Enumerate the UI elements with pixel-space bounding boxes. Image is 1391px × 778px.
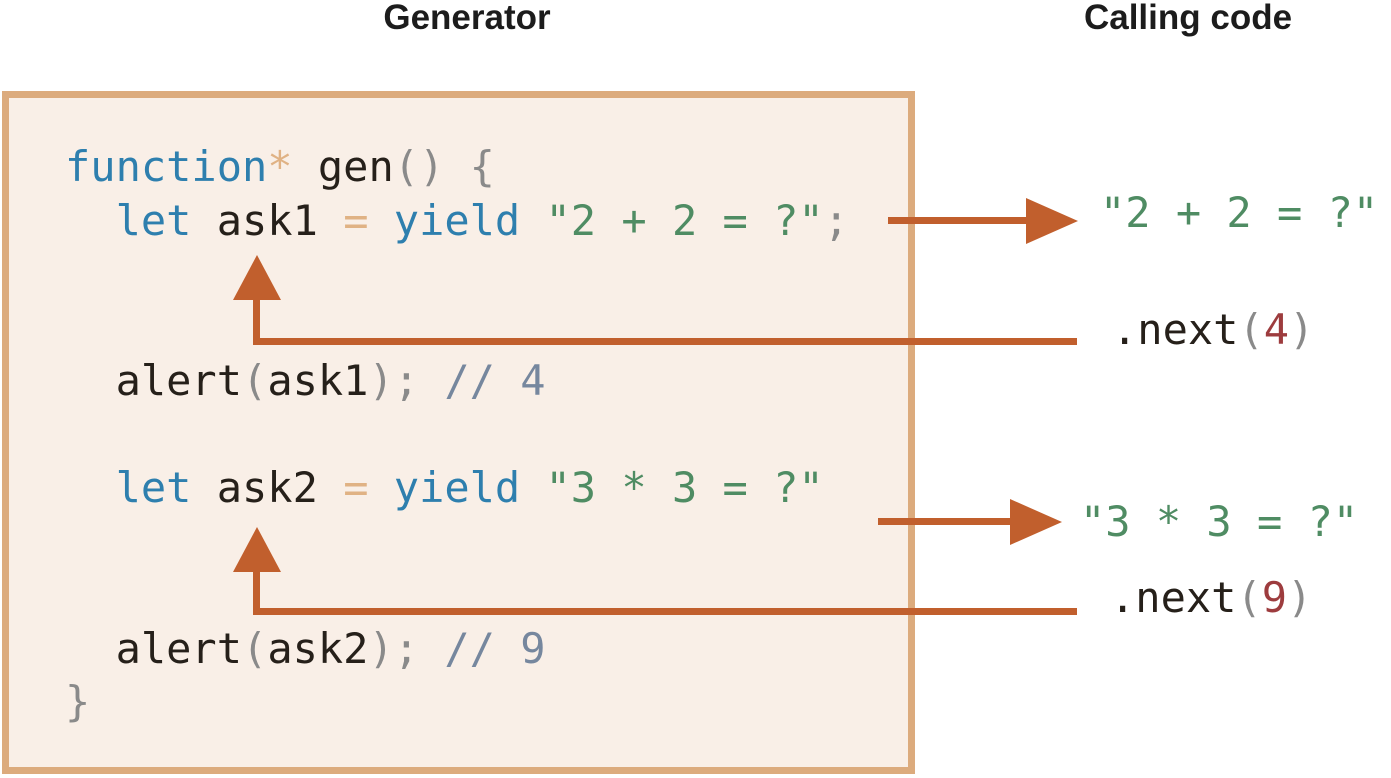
next9-arrowhead-icon <box>233 527 281 572</box>
code-line-blank <box>65 301 849 355</box>
yield2-arrow-line <box>878 518 1012 525</box>
next-call-1: .next(4) <box>1112 305 1315 354</box>
yield1-arrow-line <box>888 217 1028 224</box>
yield2-arrowhead-icon <box>1010 499 1062 545</box>
next4-arrowhead-icon <box>233 255 281 300</box>
code-line-let-ask2: let ask2 = yield "3 * 3 = ?" <box>115 463 824 512</box>
code-line-alert-ask1: alert(ask1); // 4 <box>115 356 546 405</box>
yielded-value-2: "3 * 3 = ?" <box>1080 497 1359 546</box>
yield1-arrowhead-icon <box>1026 198 1078 244</box>
generator-column-title: Generator <box>383 0 551 37</box>
code-line-let-ask1: let ask1 = yield "2 + 2 = ?"; <box>115 195 849 245</box>
next9-arrow-vertical-line <box>253 570 260 615</box>
next9-arrow-line <box>253 608 1077 615</box>
code-line-closing-brace: } <box>65 677 91 726</box>
code-line-function-gen: function* gen() { <box>65 142 495 191</box>
next4-arrow-line <box>253 338 1077 345</box>
code-line-alert-ask2: alert(ask2); // 9 <box>115 623 546 673</box>
yielded-value-1: "2 + 2 = ?" <box>1100 188 1379 237</box>
next4-arrow-vertical-line <box>253 298 260 345</box>
calling-code-column-title: Calling code <box>1083 0 1293 37</box>
code-line-blank <box>65 247 849 301</box>
code-line-blank <box>65 408 849 462</box>
next-call-2: .next(9) <box>1110 573 1313 622</box>
code-line-blank <box>65 515 849 569</box>
generator-code-block: function* gen() { let ask1 = yield "2 + … <box>65 140 849 729</box>
generator-box <box>2 91 915 774</box>
